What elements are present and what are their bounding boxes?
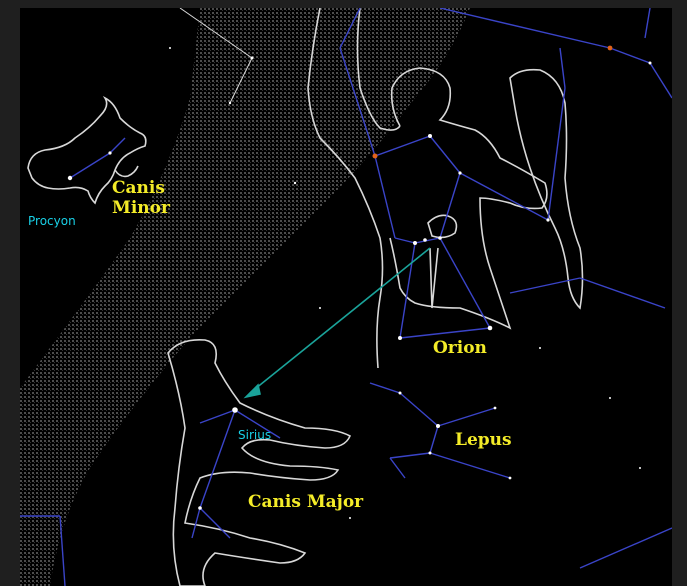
canis-major-label: Canis Major — [248, 492, 363, 512]
canis-major-outline — [168, 340, 350, 586]
star-chart: Canis Minor Procyon Orion Lepus Sirius C… — [20, 8, 672, 586]
milky-way-band — [20, 8, 470, 586]
orion-label: Orion — [433, 338, 487, 358]
lepus-label: Lepus — [455, 430, 512, 450]
upper-right-lines — [440, 8, 672, 98]
canis-minor-label-line1: Canis — [112, 178, 170, 198]
canis-minor-label: Canis Minor — [112, 178, 170, 218]
sirius-label: Sirius — [238, 428, 271, 442]
procyon-label: Procyon — [28, 214, 76, 228]
canis-minor-label-line2: Minor — [112, 198, 170, 218]
